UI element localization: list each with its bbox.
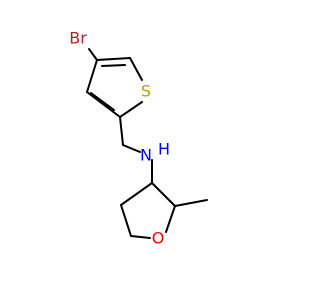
bond-c2ring-o [165,205,176,233]
bond-c3-cbr [86,59,98,93]
bond-c2-c3-double [90,92,115,111]
bond-c5-c4 [120,204,132,237]
bond-c4-c3 [120,182,153,206]
bond-c4-c5-double [101,64,126,67]
bond-ch-s [129,57,143,81]
bond-c2-ch2 [119,116,124,146]
bond-o-c5 [130,235,151,239]
atom-n: N [140,146,152,165]
bond-c2-c3 [86,91,121,118]
bond-cbr-ch [96,57,131,61]
bonds [86,48,208,239]
atom-o: O [152,229,165,248]
bond-c3-c2ring [151,182,176,207]
bond-c-br [88,48,98,61]
atom-br: Br [69,29,87,48]
atom-labels: Br S N H O [69,29,170,248]
bond-s-c2 [119,101,143,118]
molecule-diagram: Br S N H O [69,28,208,248]
bond-c2ring-methyl [174,199,208,207]
atom-nh: H [158,140,170,159]
structure-drawing: Br S N H O [69,29,208,248]
bond-ch2-n [122,144,141,153]
atom-s: S [141,82,151,101]
